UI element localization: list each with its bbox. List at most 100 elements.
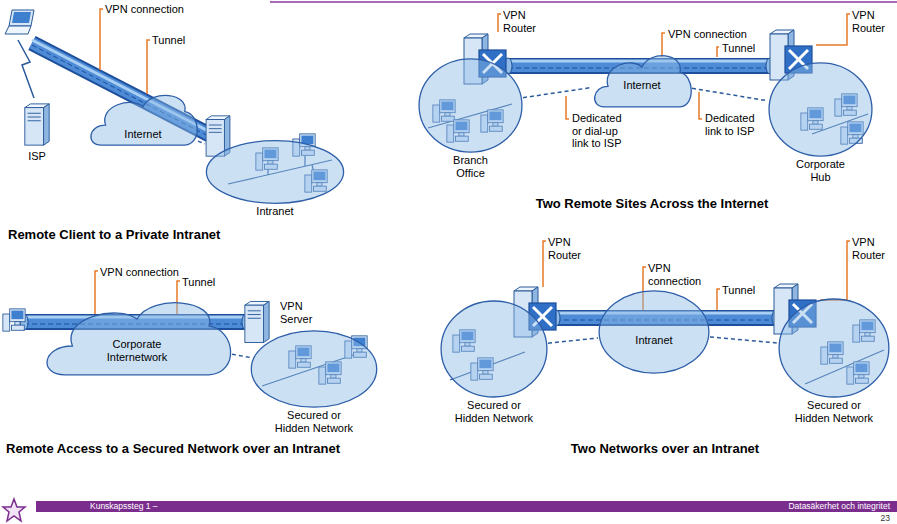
label-holder: Two Networks over an Intranet	[515, 442, 815, 457]
ellipse-outline	[205, 140, 345, 204]
label-holder: Tunnel	[722, 284, 772, 297]
network-label: Secured or Hidden Network	[451, 399, 537, 424]
bracket	[566, 96, 569, 119]
leader-line	[662, 33, 665, 57]
leader-label: VPN connection	[648, 262, 708, 287]
footer-text: Kunskapssteg 1 –	[90, 501, 250, 512]
leader-label: VPN Router	[852, 236, 894, 261]
ellipse-outline	[418, 58, 523, 153]
cloud-label: Internet	[623, 79, 660, 92]
slide-top-rule	[270, 1, 897, 3]
leader-label: Tunnel	[182, 276, 232, 289]
ellipse-shape	[779, 299, 889, 397]
network-label: Secured or Hidden Network	[791, 399, 877, 424]
cloud-shape	[47, 303, 231, 375]
label-holder: Dedicated link to ISP	[705, 112, 767, 137]
leader-label: Tunnel	[722, 42, 772, 55]
bracket	[699, 92, 702, 119]
footer-text: Datasäkerhet och integritet	[660, 501, 890, 512]
network-ellipse: Branch Office	[418, 58, 523, 153]
link-line	[523, 87, 592, 97]
leader-label: Tunnel	[152, 34, 202, 47]
footer-bar	[36, 501, 897, 512]
link-line	[710, 337, 778, 343]
vpn-server-icon	[245, 301, 269, 342]
device-label: ISP	[17, 150, 57, 163]
laptop-icon	[5, 10, 34, 34]
cloud-outline	[88, 88, 198, 150]
leader-line	[498, 14, 501, 32]
tunnel	[508, 60, 770, 63]
leader-line	[816, 14, 850, 45]
network-ellipse: Secured or Hidden Network	[440, 300, 548, 398]
network-label: Branch Office	[446, 154, 496, 179]
cloud-shape	[595, 56, 692, 107]
link-label: Dedicated link to ISP	[705, 112, 767, 137]
network-ellipse: Secured or Hidden Network	[778, 298, 890, 398]
cloud-shape	[91, 95, 197, 145]
label-holder: Kunskapssteg 1 –	[90, 501, 250, 512]
logo-star	[3, 499, 25, 521]
diagram-caption: Two Remote Sites Across the Internet	[492, 197, 812, 212]
link-line	[198, 141, 205, 144]
ellipse-outline	[768, 62, 873, 157]
cloud-label: Internet	[124, 128, 161, 141]
ellipse-shape	[206, 141, 343, 204]
label-holder: Datasäkerhet och integritet	[660, 501, 890, 512]
label-holder: VPN Router	[548, 236, 590, 261]
internetwork-cloud: Corporate Internetwork	[42, 292, 232, 382]
wireless-link	[18, 40, 34, 98]
pc-icon	[3, 309, 25, 331]
ellipse-outline	[778, 298, 890, 398]
internet-cloud: Internet	[88, 88, 198, 150]
diagram-caption: Two Networks over an Intranet	[515, 442, 815, 457]
leader-line	[717, 47, 719, 57]
leader-line	[147, 40, 150, 94]
label-holder: VPN Router	[852, 236, 894, 261]
ellipse-shape	[769, 63, 872, 156]
diagram-caption: Remote Access to a Secured Network over …	[6, 442, 446, 457]
page-number: 23	[860, 513, 890, 523]
network-label: Corporate Hub	[793, 158, 849, 183]
leader-label: VPN Router	[503, 9, 545, 34]
ellipse-shape	[599, 291, 709, 373]
ellipse-shape	[419, 59, 522, 152]
ellipse-shape	[441, 301, 547, 397]
label-holder: Tunnel	[152, 34, 202, 47]
intranet-ellipse: Intranet	[598, 290, 710, 374]
network-ellipse: Intranet	[205, 140, 345, 204]
label-holder: Two Remote Sites Across the Internet	[492, 197, 812, 212]
network-label: Secured or Hidden Network	[271, 409, 357, 434]
leader-line	[717, 289, 720, 310]
device-label: VPN Server	[280, 300, 325, 325]
link-line	[548, 338, 598, 343]
leader-line	[95, 271, 98, 314]
label-holder: VPN connection	[648, 262, 708, 287]
internet-cloud: Internet	[592, 48, 692, 112]
label-holder: Tunnel	[722, 42, 772, 55]
ellipse-outline	[440, 300, 548, 398]
label-holder: ISP	[17, 150, 57, 163]
label-holder: VPN Server	[280, 300, 325, 325]
link-line	[232, 354, 250, 357]
label-holder: Remote Access to a Secured Network over …	[6, 442, 446, 457]
cloud-outline	[42, 292, 232, 382]
ellipse-outline	[598, 290, 710, 374]
leader-label: VPN connection	[105, 3, 205, 16]
cloud-label: Intranet	[635, 334, 672, 347]
label-holder: VPN connection	[668, 28, 758, 41]
label-holder: VPN Router	[503, 9, 545, 34]
label-holder: Dedicated or dial-up link to ISP	[572, 112, 630, 150]
network-ellipse: Corporate Hub	[768, 62, 873, 157]
label-holder: Remote Client to a Private Intranet	[8, 228, 298, 243]
label-holder: VPN connection	[105, 3, 205, 16]
diagram-caption: Remote Client to a Private Intranet	[8, 228, 298, 243]
network-ellipse: Secured or Hidden Network	[250, 330, 378, 408]
label-holder: Tunnel	[182, 276, 232, 289]
cloud-label: Corporate Internetwork	[97, 338, 177, 363]
leader-line	[820, 241, 850, 300]
label-holder: VPN Router	[852, 9, 894, 34]
leader-line	[543, 241, 546, 287]
leader-label: Tunnel	[722, 284, 772, 297]
